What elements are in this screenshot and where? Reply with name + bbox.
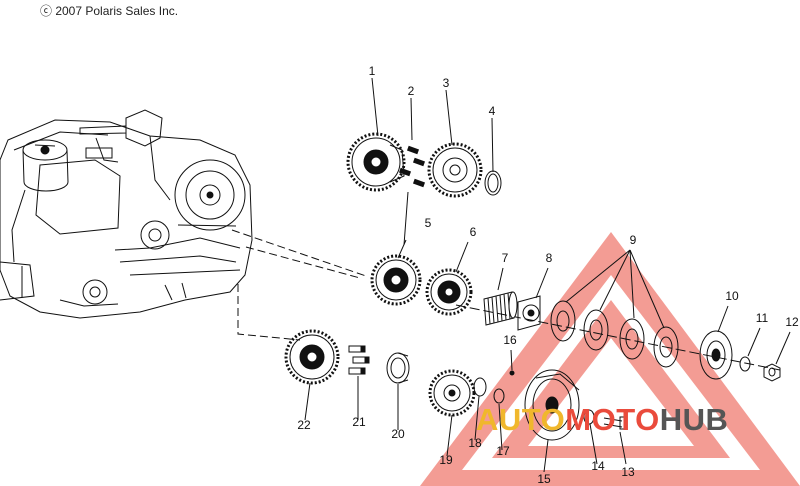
callout-8: 8 [545,251,553,265]
callout-11: 11 [755,311,769,325]
part-16-pin [509,370,515,376]
part-1-gear [346,132,406,192]
watermark-text-hub: HUB [659,402,729,437]
callout-10: 10 [725,289,739,303]
watermark-text-moto: MOTO [565,402,660,437]
callout-13: 13 [621,465,635,479]
part-7-shaft [483,291,518,326]
callout-7: 7 [501,251,509,265]
callout-5: 5 [424,216,432,230]
watermark-logo [420,232,800,486]
part-15-drum [524,369,580,441]
callout-22: 22 [297,418,311,432]
part-11-washer [739,356,751,372]
part-10-pulley [699,330,733,380]
callout-17: 17 [496,444,510,458]
engine-assembly [0,109,253,319]
watermark-text: AUTOMOTOHUB [476,402,728,438]
callout-20: 20 [391,427,405,441]
part-12-nut [763,363,781,382]
callout-21: 21 [352,415,366,429]
callout-4: 4 [488,104,496,118]
callout-12: 12 [785,315,799,329]
callout-9: 9 [629,233,637,247]
callout-3: 3 [442,76,450,90]
part-8-housing [517,295,541,331]
copyright-text: ⓒ 2007 Polaris Sales Inc. [40,4,179,18]
part-6-gear [425,268,473,316]
callout-14: 14 [591,459,605,473]
part-14-washer [583,409,595,425]
part-20-bearing [386,352,410,384]
part-22-gear [284,329,340,385]
part-3-gear [427,142,483,198]
part-4-snap-ring [484,170,502,196]
part-9-discs [550,300,679,368]
part-2-pins [398,145,426,188]
callout-2: 2 [407,84,415,98]
callout-19: 19 [439,453,453,467]
part-21-bolts [348,345,370,375]
part-13-bolt [603,416,627,430]
callout-1: 1 [368,64,376,78]
part-5-gear [370,254,422,306]
callout-6: 6 [469,225,477,239]
callout-16: 16 [503,333,517,347]
watermark-text-auto: AUTO [476,402,566,437]
callout-18: 18 [468,436,482,450]
callout-15: 15 [537,472,551,486]
part-18-ring [473,377,487,397]
part-19-gear [428,369,476,417]
part-17-ring [493,388,505,404]
